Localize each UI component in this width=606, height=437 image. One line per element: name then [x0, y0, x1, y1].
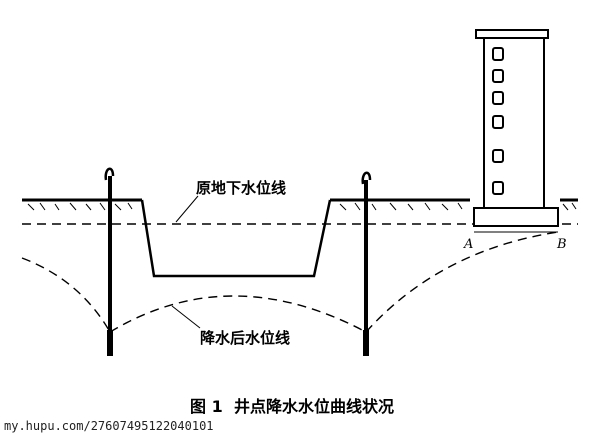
- original-water-line-label: 原地下水位线: [196, 179, 286, 197]
- building-foundation: [473, 207, 559, 227]
- figure-number: 图 1: [190, 397, 223, 416]
- well-point-right: [361, 171, 372, 356]
- excavation-pit: [140, 199, 332, 278]
- lowered-water-line-label: 降水后水位线: [200, 329, 290, 347]
- lowered-water-line-leader: [171, 305, 201, 329]
- figure-title: 井点降水水位曲线状况: [234, 397, 394, 416]
- building-windows: [492, 47, 504, 195]
- point-b-label: B: [556, 237, 567, 252]
- lowered-water-line: [21, 231, 559, 333]
- watermark-text: my.hupu.com/27607495122040101: [4, 419, 214, 433]
- original-water-line-leader: [175, 195, 199, 223]
- well-point-left: [104, 167, 115, 356]
- ground-surface: [22, 198, 578, 211]
- building: [473, 29, 559, 227]
- point-a-label: A: [463, 237, 473, 252]
